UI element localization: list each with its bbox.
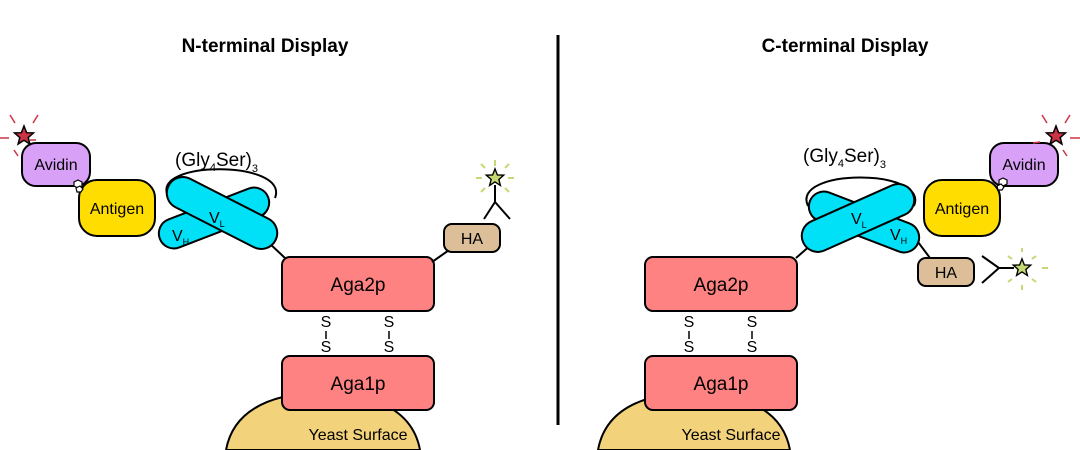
antigen: [923, 179, 1001, 237]
aga2p: [281, 256, 435, 312]
n-terminal-panel: N-terminal Display Yeast Surface Aga1p S…: [0, 36, 514, 450]
ha-label: HA: [461, 231, 484, 248]
vl-label: VL: [209, 210, 225, 229]
avidin-label: Avidin: [1002, 157, 1045, 174]
disulfide-bonds: S S S S: [321, 314, 395, 356]
vh-label: VH: [172, 228, 189, 247]
vl-domain: VL: [800, 183, 916, 253]
antigen-label: Antigen: [90, 201, 144, 218]
aga2p-label: Aga2p: [331, 275, 386, 296]
fluorophore-star-icon: [13, 125, 35, 145]
red-fluorophore: [1032, 114, 1080, 157]
yeast-surface-label: Yeast Surface: [308, 427, 407, 444]
sulfur-label: S: [747, 314, 758, 331]
sulfur-label: S: [321, 314, 332, 331]
ha-tag: [443, 223, 501, 253]
fluorophore-star-icon: [1045, 125, 1067, 145]
linker-label: (Gly4Ser)3: [803, 146, 886, 171]
ha-label: HA: [935, 265, 958, 282]
vh-label: VH: [890, 227, 907, 246]
antigen-label: Antigen: [935, 201, 989, 218]
biotin-icon: [996, 177, 1008, 191]
anti-ha-antibody: [981, 248, 1048, 290]
sulfur-label: S: [684, 339, 695, 356]
fluorophore-star-icon: [485, 168, 505, 187]
antigen: [78, 179, 156, 237]
linker-label: (Gly4Ser)3: [175, 150, 258, 175]
sulfur-label: S: [384, 314, 395, 331]
disulfide-bonds: S S S S: [684, 314, 758, 356]
vl-label: VL: [851, 211, 867, 230]
panel-title: C-terminal Display: [762, 36, 929, 57]
vl-domain: VL: [165, 176, 279, 250]
sulfur-label: S: [684, 314, 695, 331]
red-fluorophore: [0, 114, 39, 157]
aga1p-label: Aga1p: [331, 374, 386, 395]
aga2p: [644, 256, 798, 312]
aga1p-label: Aga1p: [694, 374, 749, 395]
aga2p-label: Aga2p: [694, 275, 749, 296]
yeast-surface-label: Yeast Surface: [681, 427, 780, 444]
aga1p: [281, 355, 435, 411]
avidin: [989, 142, 1059, 187]
avidin: [21, 142, 91, 187]
anti-ha-antibody: [476, 160, 514, 220]
sulfur-label: S: [747, 339, 758, 356]
sulfur-label: S: [384, 339, 395, 356]
sulfur-label: S: [321, 339, 332, 356]
avidin-label: Avidin: [34, 157, 77, 174]
biotin-icon: [73, 179, 84, 193]
fluorophore-star-icon: [1012, 258, 1032, 277]
c-terminal-panel: C-terminal Display Yeast Surface Aga1p S…: [596, 36, 1080, 450]
ha-tag: [917, 257, 975, 287]
panel-title: N-terminal Display: [182, 36, 349, 57]
aga1p: [644, 355, 798, 411]
